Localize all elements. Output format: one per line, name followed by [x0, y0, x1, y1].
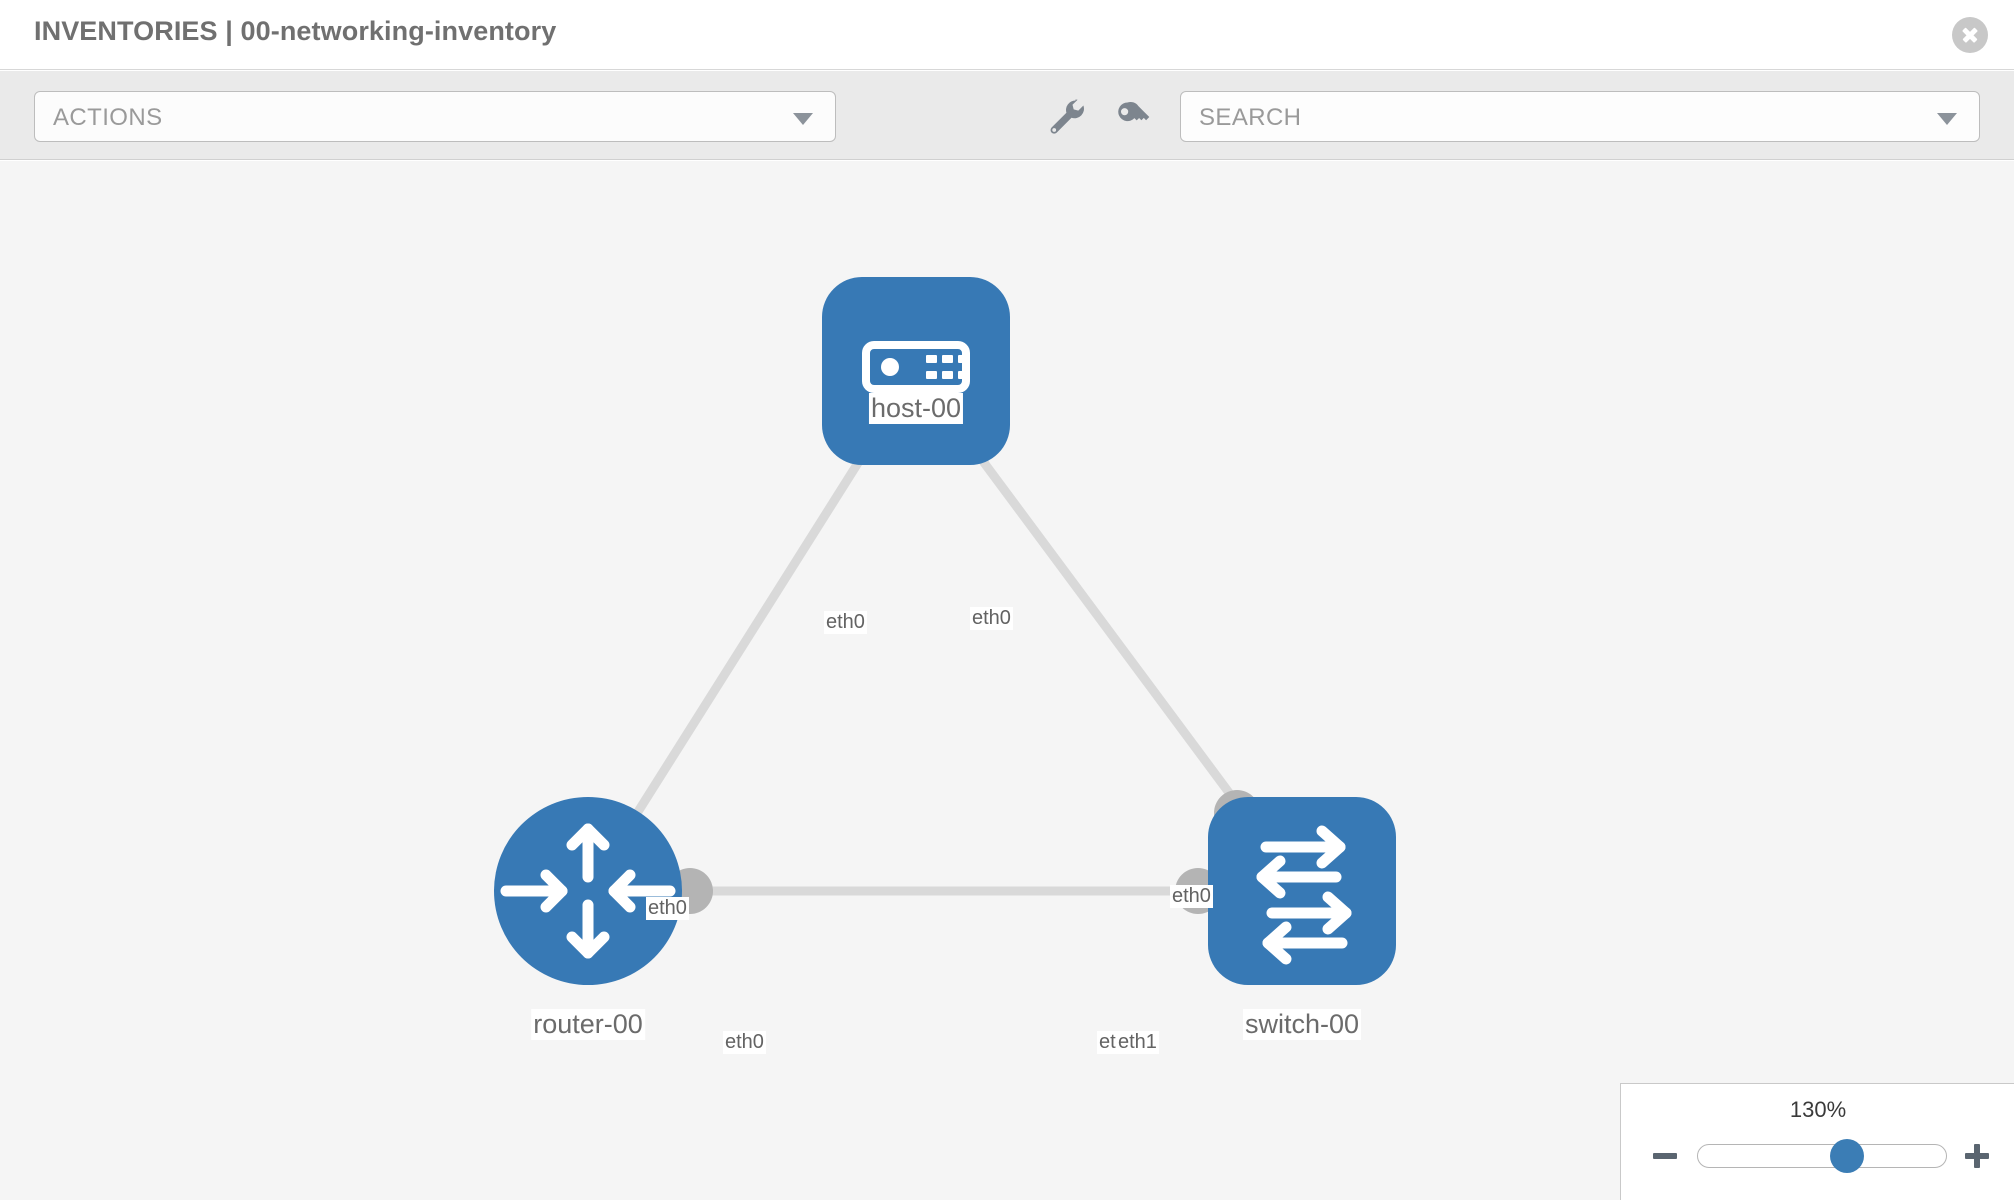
node-label-router-00: router-00: [531, 1009, 645, 1040]
iface-label-router00-eth0: eth0: [723, 1031, 766, 1054]
zoom-slider-track[interactable]: [1697, 1139, 1947, 1173]
page-header: INVENTORIES | 00-networking-inventory: [0, 0, 2014, 70]
actions-dropdown-label: ACTIONS: [53, 104, 163, 131]
search-input[interactable]: SEARCH: [1180, 91, 1980, 142]
page-title: INVENTORIES | 00-networking-inventory: [34, 16, 557, 46]
node-router-00[interactable]: [494, 797, 682, 985]
chevron-down-icon: [1937, 112, 1957, 125]
iface-label-switch00-eth1: eth1: [1116, 1031, 1159, 1054]
node-label-host-00: host-00: [868, 393, 964, 424]
node-label-switch-00: switch-00: [1242, 1009, 1362, 1040]
key-icon[interactable]: [1110, 93, 1156, 139]
iface-label-host00-to-router00: eth0: [824, 611, 867, 634]
zoom-percent-label: 130%: [1789, 1097, 1847, 1122]
topology-canvas[interactable]: host-00 router-00 switch-00 eth0 eth0 et…: [0, 161, 2014, 1200]
toolbar: ACTIONS SEARCH: [0, 71, 2014, 160]
node-switch-00[interactable]: [1208, 797, 1396, 985]
search-placeholder: SEARCH: [1199, 104, 1302, 131]
zoom-slider-row: [1621, 1136, 2014, 1176]
chevron-down-icon: [793, 112, 813, 125]
zoom-out-button[interactable]: [1649, 1140, 1681, 1172]
zoom-control-panel: 130%: [1620, 1083, 2014, 1200]
iface-label-host00-to-switch00: eth0: [970, 607, 1013, 630]
iface-label-router00-uplink: eth0: [646, 897, 689, 920]
iface-label-switch00-uplink: eth0: [1170, 885, 1213, 908]
actions-dropdown[interactable]: ACTIONS: [34, 91, 836, 142]
node-host-00[interactable]: [822, 277, 1010, 465]
zoom-in-button[interactable]: [1961, 1140, 1993, 1172]
topology-graph: [494, 277, 1396, 985]
interface-connectors: [667, 406, 1260, 914]
wrench-icon[interactable]: [1042, 93, 1088, 139]
close-icon[interactable]: [1952, 17, 1988, 53]
zoom-slider-thumb[interactable]: [1829, 1139, 1864, 1173]
